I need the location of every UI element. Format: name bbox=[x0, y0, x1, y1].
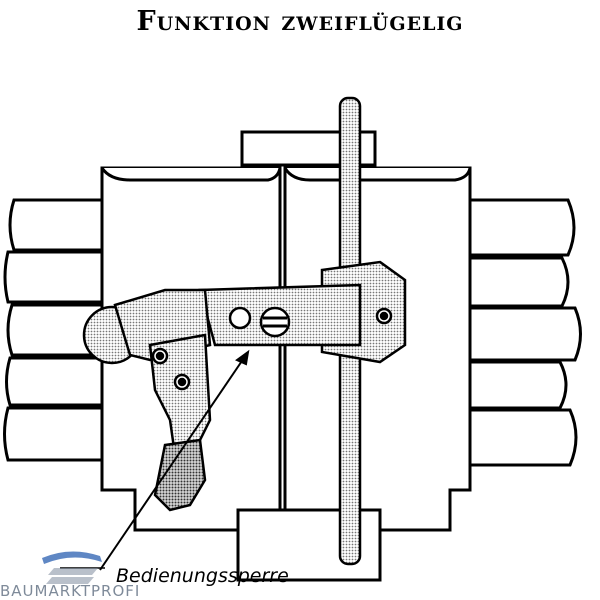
watermark-text: BAUMARKTPROFI bbox=[0, 582, 141, 600]
baumarktprofi-logo-icon bbox=[42, 551, 102, 584]
horizontal-lever-arm bbox=[198, 283, 362, 347]
right-bricks bbox=[453, 198, 582, 467]
operating-lock-label: Bedienungssperre bbox=[116, 565, 289, 587]
lever-handle bbox=[148, 333, 212, 512]
diagram-title: Funktion zweiflügelig bbox=[136, 6, 464, 37]
handle-knob bbox=[82, 288, 212, 365]
